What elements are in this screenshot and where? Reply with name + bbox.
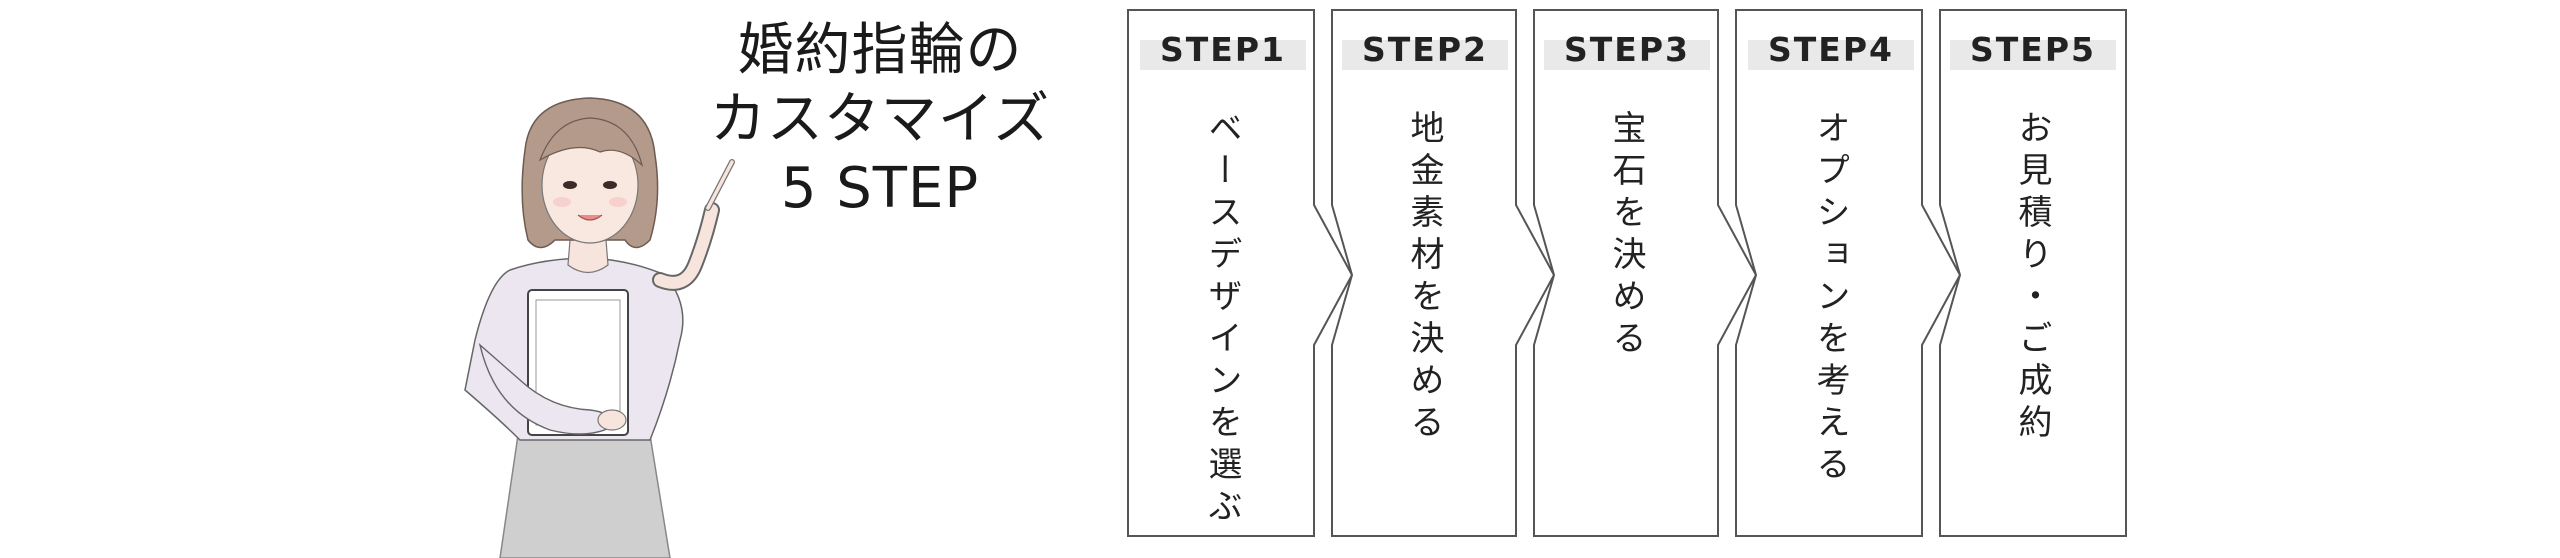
- step1-label: STEP1: [1160, 30, 1286, 69]
- step1-label-band: [1140, 40, 1306, 70]
- step3-box: [1533, 9, 1758, 537]
- step2-label: STEP2: [1362, 30, 1488, 69]
- step3-label: STEP3: [1564, 30, 1690, 69]
- step4-label: STEP4: [1768, 30, 1894, 69]
- heading-line-3: 5 STEP: [780, 156, 980, 221]
- step2-box: [1331, 9, 1556, 537]
- woman-illustration: [464, 97, 735, 558]
- step4-label-band: [1748, 40, 1914, 70]
- step3-label-band: [1544, 40, 1710, 70]
- heading-line-1: 婚約指輪の: [737, 18, 1023, 83]
- step4-box: [1735, 9, 1962, 537]
- hair-bangs-shape: [538, 117, 644, 167]
- step5-label: STEP5: [1970, 30, 2096, 69]
- left-eye: [563, 181, 577, 189]
- step3-description: 宝石を決める: [1606, 110, 1646, 362]
- right-eye: [603, 181, 617, 189]
- step1-box: [1127, 9, 1354, 537]
- step1-description: ベースデザインを選ぶ: [1202, 110, 1242, 530]
- mouth: [577, 214, 603, 221]
- step4-description: オプションを考える: [1810, 110, 1850, 488]
- neck-shape: [567, 239, 609, 274]
- step2-description: 地金素材を決める: [1404, 110, 1444, 446]
- heading-line-2: カスタマイズ: [709, 87, 1051, 152]
- step5-description: お見積り・ご成約: [2012, 110, 2052, 446]
- step5-box: [1939, 9, 2127, 537]
- step5-label-band: [1950, 40, 2116, 70]
- step2-label-band: [1342, 40, 1508, 70]
- diagram-heading: 婚約指輪の カスタマイズ 5 STEP: [690, 16, 1070, 223]
